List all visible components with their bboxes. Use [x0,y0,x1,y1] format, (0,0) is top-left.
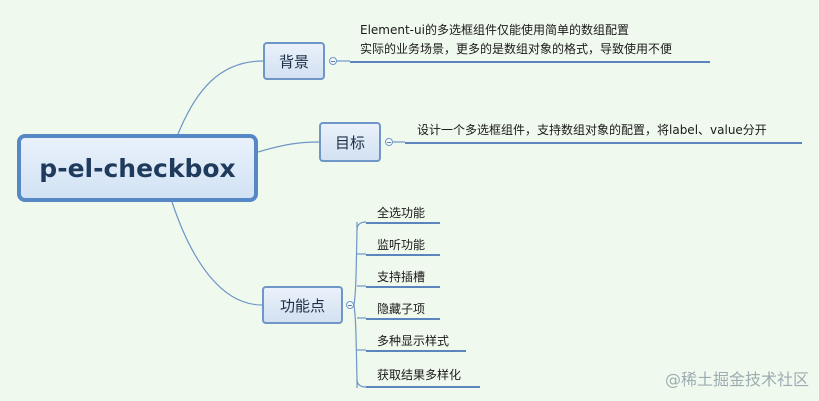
feature-item[interactable]: 支持插槽 [377,270,426,284]
collapse-toggle-icon[interactable] [346,301,354,309]
root-node[interactable]: p-el-checkbox [17,134,258,202]
feature-item[interactable]: 监听功能 [377,238,426,252]
collapse-toggle-icon[interactable] [385,138,393,146]
background-note-1: Element-ui的多选框组件仅能使用简单的数组配置 [360,23,629,37]
branch-node-goal[interactable]: 目标 [319,122,381,162]
collapse-toggle-icon[interactable] [329,57,337,65]
connector-root-background [177,60,264,135]
branch-label-goal: 目标 [334,133,365,152]
goal-note: 设计一个多选框组件，支持数组对象的配置，将label、value分开 [417,123,767,137]
connector-root-features [171,201,263,306]
branch-label-features: 功能点 [279,296,325,315]
branch-node-background[interactable]: 背景 [263,42,325,80]
background-note-2: 实际的业务场景，更多的是数组对象的格式，导致使用不便 [360,42,673,56]
connector-root-goal [257,141,320,153]
background-note-list: Element-ui的多选框组件仅能使用简单的数组配置 实际的业务场景，更多的是… [360,21,672,59]
root-label: p-el-checkbox [39,153,236,183]
feature-item[interactable]: 多种显示样式 [377,334,450,348]
feature-item[interactable]: 全选功能 [377,206,426,220]
connector-feature-1 [356,221,367,231]
branch-label-background: 背景 [278,52,309,71]
connector-features-stem [353,222,358,388]
branch-node-features[interactable]: 功能点 [262,286,343,324]
connector-feature-6 [356,379,367,388]
watermark: @稀土掘金技术社区 [664,370,809,389]
feature-item[interactable]: 隐藏子项 [377,302,426,316]
feature-item[interactable]: 获取结果多样化 [377,368,462,382]
